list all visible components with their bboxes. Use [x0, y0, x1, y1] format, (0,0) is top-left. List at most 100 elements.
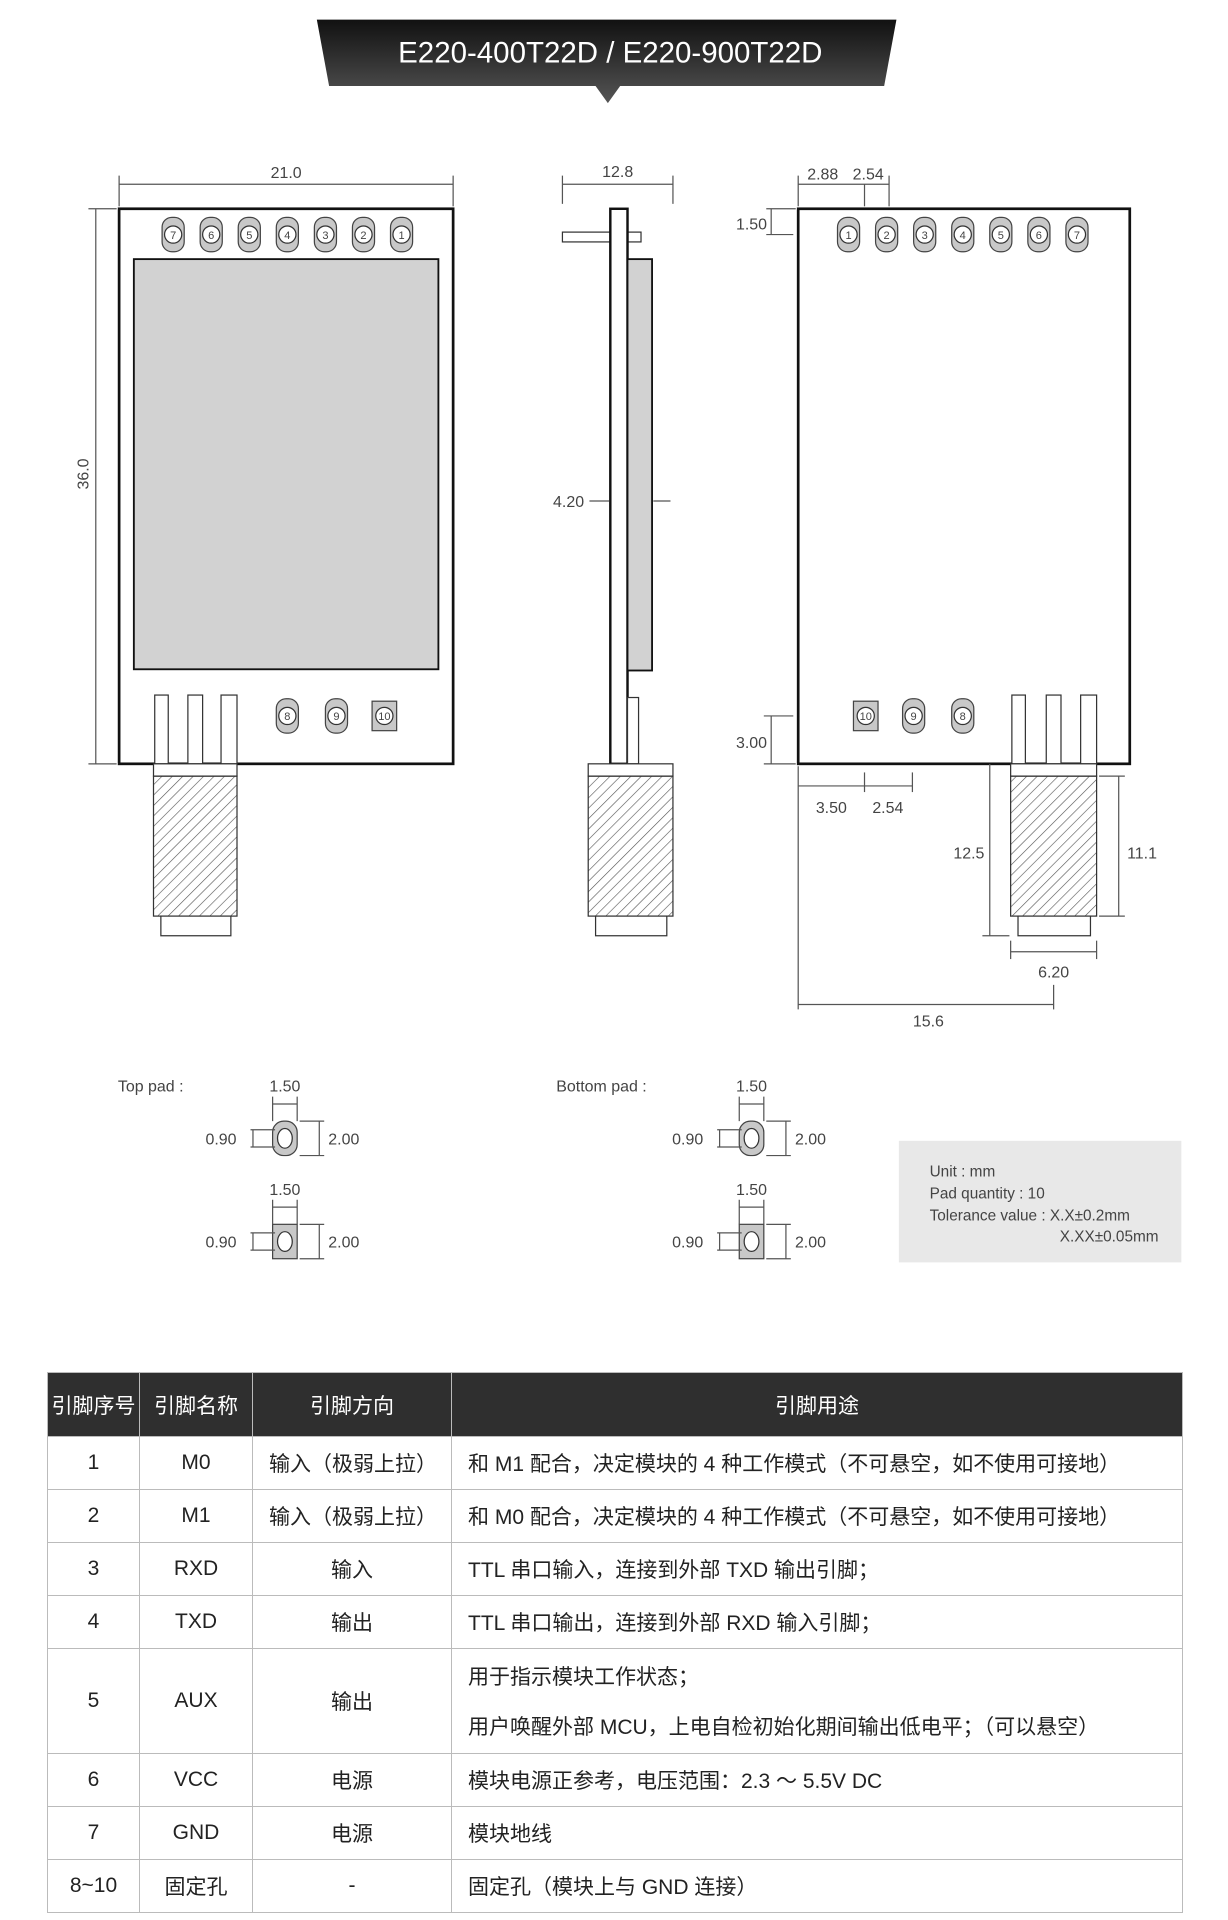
pin-number: 6 [1036, 230, 1042, 242]
pin-direction-cell-text: 输出 [331, 1612, 373, 1635]
pin-number: 3 [922, 230, 928, 242]
pin-no-cell: 2 [47, 1489, 140, 1543]
pin-number: 9 [333, 711, 339, 723]
pin-number: 10 [860, 711, 872, 723]
pad-height-label: 2.00 [328, 1132, 359, 1149]
pin-name-cell: GND [139, 1806, 253, 1860]
pin-name-cell: VCC [139, 1753, 253, 1807]
pad-hole-label: 0.90 [672, 1132, 703, 1149]
pin-direction-cell: 电源 [252, 1753, 452, 1807]
pin-use-cell-text: 和 M1 配合，决定模块的 4 种工作模式（不可悬空，如不使用可接地） [468, 1453, 1121, 1476]
pin-use-cell-text: 用于指示模块工作状态； [468, 1666, 699, 1689]
pad-hole-label: 0.90 [206, 1132, 237, 1149]
front-shield [132, 258, 440, 671]
pin-number: 3 [322, 230, 328, 242]
pin-use-cell: 和 M0 配合，决定模块的 4 种工作模式（不可悬空，如不使用可接地） [451, 1489, 1183, 1543]
pin-name-cell: AUX [139, 1648, 253, 1754]
pin-pad: 8 [951, 698, 975, 734]
pin-no-cell-text: 2 [87, 1504, 100, 1527]
front-width-label: 21.0 [271, 165, 302, 182]
pin-number: 7 [170, 230, 176, 242]
tolerance-note-2: X.XX±0.05mm [1060, 1229, 1159, 1246]
pin-pad: 6 [199, 216, 223, 253]
pin-number: 1 [398, 230, 404, 242]
pin-direction-cell: 输出 [252, 1648, 452, 1754]
pin-use-cell: 模块地线 [451, 1806, 1183, 1860]
pin-use-cell-text: 模块地线 [468, 1823, 552, 1846]
pin-name-cell-text: 固定孔 [164, 1876, 228, 1899]
pin-no-cell-text: 7 [87, 1821, 100, 1844]
back-antenna-x-label: 15.6 [913, 1014, 944, 1031]
pin-pad: 1 [836, 216, 861, 253]
pin-name-cell: M0 [139, 1436, 253, 1490]
table-row: 1 M0 输入（极弱上拉） 和 M1 配合，决定模块的 4 种工作模式（不可悬空，如不… [47, 1436, 1183, 1490]
pin-direction-cell-text: 电源 [331, 1770, 373, 1793]
pin-no-cell-text: 6 [87, 1768, 100, 1791]
title-banner: E220-400T22D / E220-900T22D [316, 19, 897, 104]
pin-number: 2 [360, 230, 366, 242]
pin-name-cell: RXD [139, 1542, 253, 1596]
pin-name-cell-text: VCC [173, 1768, 219, 1791]
pin-name-cell: 固定孔 [139, 1859, 253, 1913]
pin-no-cell: 4 [47, 1595, 140, 1649]
pin-number: 8 [960, 711, 966, 723]
unit-note: Unit : mm [930, 1163, 996, 1180]
pin-pad: 4 [275, 216, 300, 253]
pin-pad: 10 [371, 700, 398, 732]
back-bottom-pitch-label: 2.54 [872, 800, 903, 817]
pin-number: 8 [284, 711, 290, 723]
header-pin-direction: 引脚方向 [252, 1372, 452, 1437]
table-row: 7 GND 电源 模块地线 [47, 1806, 1183, 1860]
pad-width-label: 1.50 [736, 1079, 767, 1096]
front-height-label: 36.0 [75, 458, 92, 489]
pin-number: 10 [378, 711, 390, 723]
pin-no-cell: 8~10 [47, 1859, 140, 1913]
pin-direction-cell-text: - [348, 1874, 356, 1897]
back-pin-pitch-label: 2.54 [853, 166, 884, 183]
pin-use-cell: 用于指示模块工作状态； 用户唤醒外部 MCU，上电自检初始化期间输出低电平；（可以… [451, 1648, 1183, 1754]
pin-name-cell-text: M0 [181, 1451, 211, 1474]
pin-number: 4 [284, 230, 290, 242]
pin-pad: 1 [389, 216, 414, 253]
pin-use-cell: TTL 串口输入，连接到外部 TXD 输出引脚； [451, 1542, 1183, 1596]
pin-use-cell-text-2: 用户唤醒外部 MCU，上电自检初始化期间输出低电平；（可以悬空） [468, 1716, 1100, 1739]
pin-number: 5 [998, 230, 1004, 242]
pin-use-cell: 固定孔（模块上与 GND 连接） [451, 1859, 1183, 1913]
pad-hole-label: 0.90 [672, 1235, 703, 1252]
back-pin-offset-label: 2.88 [807, 166, 838, 183]
pin-direction-cell: 输出 [252, 1595, 452, 1649]
pin-name-cell-text: TXD [175, 1610, 217, 1633]
side-view: 12.8 4.20 [553, 164, 674, 937]
title: E220-400T22D / E220-900T22D [398, 37, 822, 70]
pin-direction-cell-text: 电源 [331, 1823, 373, 1846]
pin-name-cell: M1 [139, 1489, 253, 1543]
pin-number: 9 [911, 711, 917, 723]
pin-direction-cell: 输入（极弱上拉） [252, 1489, 452, 1543]
notes-box: Unit : mm Pad quantity : 10 Tolerance va… [898, 1140, 1182, 1263]
pin-direction-cell: 输入（极弱上拉） [252, 1436, 452, 1490]
pin-use-cell: 和 M1 配合，决定模块的 4 种工作模式（不可悬空，如不使用可接地） [451, 1436, 1183, 1490]
pin-direction-cell: 电源 [252, 1806, 452, 1860]
pin-no-cell: 1 [47, 1436, 140, 1490]
pin-number: 7 [1074, 230, 1080, 242]
pin-pad: 8 [275, 698, 300, 734]
pad-height-label: 2.00 [328, 1235, 359, 1252]
pin-use-cell-text: TTL 串口输入，连接到外部 TXD 输出引脚； [468, 1559, 880, 1582]
header-pin-no: 引脚序号 [47, 1372, 140, 1437]
front-antenna-connector [152, 763, 238, 937]
pin-name-cell: TXD [139, 1595, 253, 1649]
pin-name-cell-text: M1 [181, 1504, 211, 1527]
pin-no-cell-text: 8~10 [69, 1874, 118, 1897]
pin-pad: 5 [989, 216, 1013, 253]
pin-number: 6 [208, 230, 214, 242]
tolerance-note: Tolerance value : X.X±0.2mm [930, 1208, 1130, 1225]
pin-direction-cell-text: 输入 [331, 1559, 373, 1582]
pin-pad: 3 [913, 216, 937, 253]
